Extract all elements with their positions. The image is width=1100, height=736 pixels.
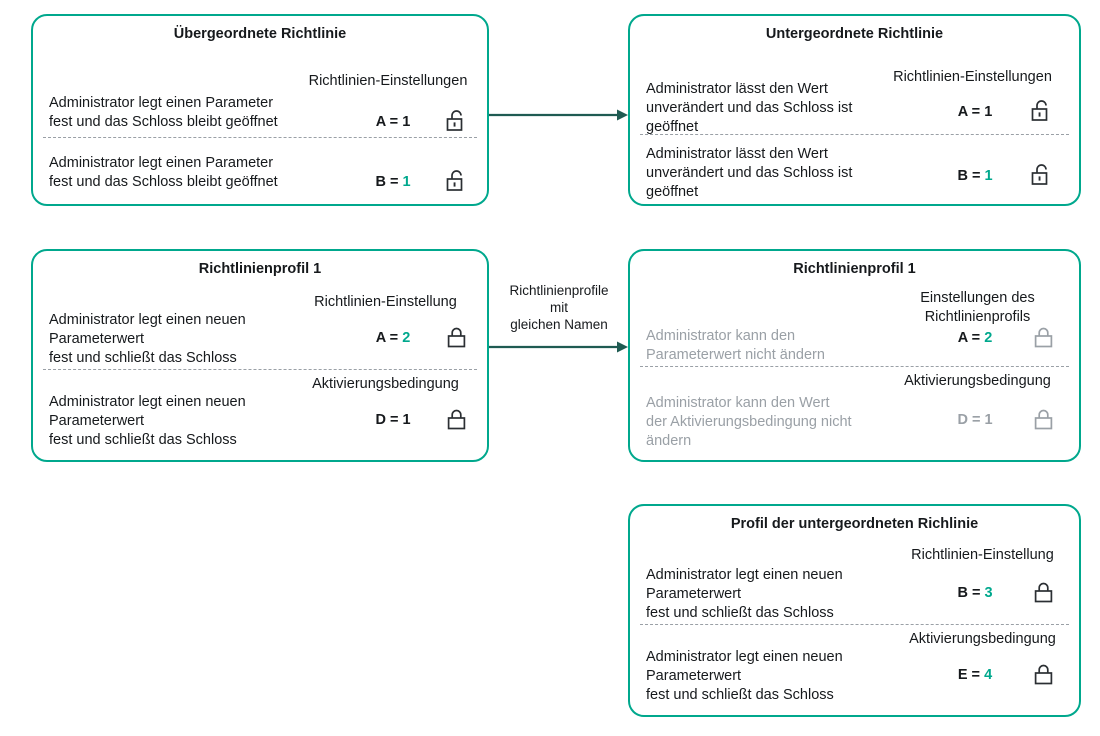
locked-icon [1034,325,1058,351]
row-description: Administrator legt einen Parameter fest … [49,155,278,190]
column-header: Richtlinien-Einstellung [314,294,457,310]
row-param: B = [375,174,399,190]
row-description: Administrator lässt den Wert unverändert… [646,146,853,200]
row-number: 1 [984,168,993,184]
row-value: E = 4 [935,667,1015,683]
row-divider [640,134,1069,135]
unlocked-icon [1030,162,1054,188]
row-description: Administrator kann den Wert der Aktivier… [646,395,852,449]
row-value: A = 1 [353,114,433,130]
row-param: A = [375,114,399,130]
row-param: D = [957,412,981,428]
box-title: Richtlinienprofil 1 [793,261,916,277]
row-number: 1 [402,412,411,428]
arrow-top [489,108,629,122]
column-header: Einstellungen des Richtlinienprofils [920,290,1035,325]
row-description: Administrator legt einen neuen Parameter… [49,312,246,366]
row-param: B = [957,168,981,184]
locked-icon [447,325,471,351]
row-description: Administrator legt einen Parameter fest … [49,95,278,130]
column-header: Richtlinien-Einstellungen [893,69,1052,85]
column-header: Aktivierungsbedingung [312,376,459,392]
row-number: 1 [984,104,993,120]
box-title: Untergeordnete Richtlinie [765,26,944,42]
row-param: E = [957,667,981,683]
row-value: A = 2 [353,330,433,346]
box-title: Richtlinienprofil 1 [198,261,322,277]
row-number: 1 [984,412,993,428]
column-header: Aktivierungsbedingung [909,631,1056,647]
row-value: D = 1 [353,412,433,428]
row-number: 3 [984,585,993,601]
row-description: Administrator legt einen neuen Parameter… [646,649,843,703]
row-param: A = [957,330,981,346]
box-child-policy: Untergeordnete Richtlinie Richtlinien-Ei… [628,14,1081,206]
column-header: Richtlinien-Einstellungen [308,73,468,89]
box-policy-profile-1-left: Richtlinienprofil 1 Richtlinien-Einstell… [31,249,489,462]
row-value: A = 1 [935,104,1015,120]
column-header: Richtlinien-Einstellung [911,547,1054,563]
row-value: B = 3 [935,585,1015,601]
locked-icon [1034,407,1058,433]
row-value: D = 1 [935,412,1015,428]
row-value: A = 2 [935,330,1015,346]
locked-icon [1034,662,1058,688]
unlocked-icon [445,168,469,194]
row-param: A = [375,330,399,346]
row-description: Administrator kann den Parameterwert nic… [646,328,825,363]
arrow-middle [489,340,629,354]
box-parent-policy: Übergeordnete Richtlinie Richtlinien-Ein… [31,14,489,206]
row-value: B = 1 [935,168,1015,184]
row-divider [640,366,1069,367]
row-number: 4 [984,667,993,683]
row-number: 2 [402,330,411,346]
row-param: D = [375,412,399,428]
row-divider [43,137,477,138]
locked-icon [447,407,471,433]
row-divider [640,624,1069,625]
row-number: 2 [984,330,993,346]
unlocked-icon [445,108,469,134]
box-policy-profile-1-right: Richtlinienprofil 1 Einstellungen des Ri… [628,249,1081,462]
box-child-policy-profile: Profil der untergeordneten Richlinie Ric… [628,504,1081,717]
locked-icon [1034,580,1058,606]
row-number: 1 [402,114,411,130]
row-param: B = [957,585,981,601]
row-description: Administrator lässt den Wert unverändert… [646,81,853,135]
column-header: Aktivierungsbedingung [904,373,1051,389]
row-divider [43,369,477,370]
row-number: 1 [402,174,411,190]
unlocked-icon [1030,98,1054,124]
row-param: A = [957,104,981,120]
box-title: Profil der untergeordneten Richlinie [730,516,979,532]
row-value: B = 1 [353,174,433,190]
row-description: Administrator legt einen neuen Parameter… [49,394,246,448]
arrow-middle-label: Richtlinienprofile mit gleichen Namen [509,283,609,332]
box-title: Übergeordnete Richtlinie [173,26,347,42]
row-description: Administrator legt einen neuen Parameter… [646,567,843,621]
